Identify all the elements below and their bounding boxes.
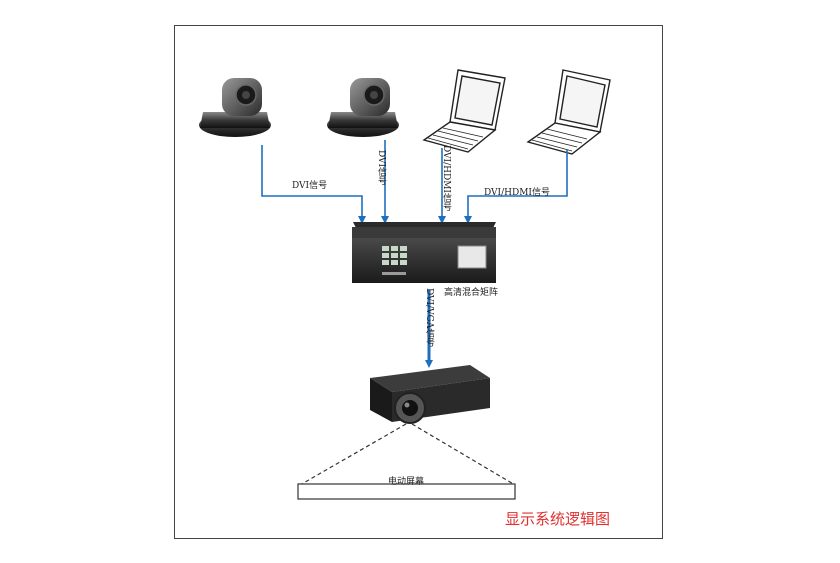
label-screen: 电动屏幕: [388, 477, 425, 487]
projector: [370, 365, 490, 424]
ptz-camera-1: [199, 78, 271, 137]
signal-lines: [261, 140, 568, 368]
diagram-title: 显示系统逻辑图: [505, 510, 611, 528]
label-link-3: DVI/HDMI信号: [441, 145, 451, 211]
label-matrix: 高清混合矩阵: [444, 288, 499, 298]
projection-beam: [299, 423, 516, 486]
label-output: DVI/VGA信号: [424, 288, 434, 347]
label-link-2: DVI信号: [376, 150, 386, 186]
laptop-1: [422, 69, 506, 153]
laptop-2: [526, 69, 611, 155]
label-link-4: DVI/HDMI信号: [484, 188, 550, 198]
electric-screen: [297, 483, 516, 500]
hd-matrix-switcher: [352, 222, 496, 283]
diagram-frame: [174, 25, 663, 539]
ptz-camera-2: [327, 78, 399, 137]
label-link-1: DVI信号: [292, 181, 328, 191]
